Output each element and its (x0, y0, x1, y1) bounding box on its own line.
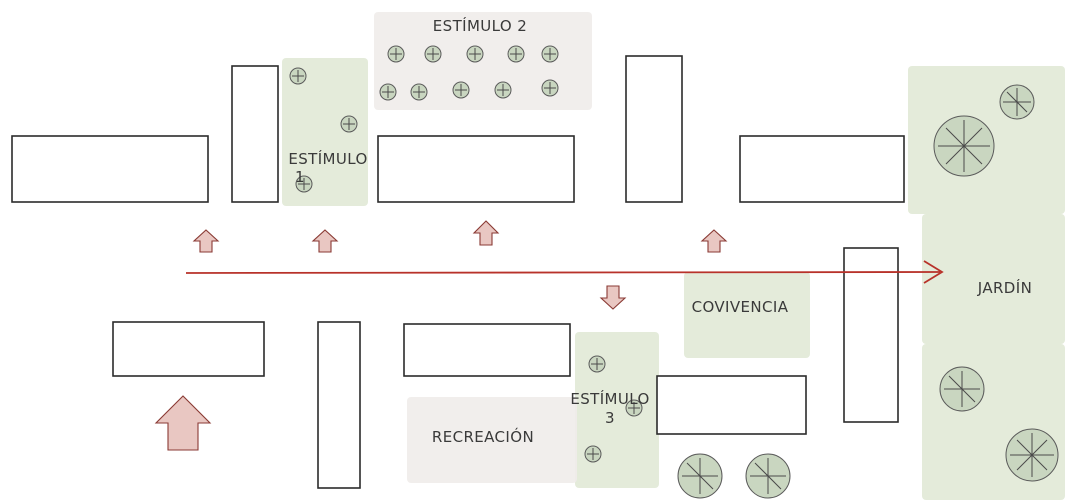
labels: ESTÍMULO 2 ESTÍMULO 1 COVIVENCIA JARDÍN … (288, 16, 1032, 446)
buildings (11, 55, 905, 489)
tree-icon (1005, 428, 1059, 482)
tree-icon (410, 83, 428, 101)
tree-icon (541, 45, 559, 63)
tree-icon (466, 45, 484, 63)
building-block (739, 135, 905, 203)
arrow-icon (923, 260, 944, 284)
arrow-icon (700, 229, 728, 253)
building-block (656, 375, 807, 435)
arrow-icon (599, 285, 627, 310)
tree-icon (933, 115, 995, 177)
building-block (843, 247, 899, 423)
green-zone-stimulus-3 (575, 332, 659, 488)
tree-icon (289, 67, 307, 85)
tree-icon (424, 45, 442, 63)
arrow-icon (154, 395, 212, 451)
label-stimulus-1: ESTÍMULO (288, 149, 367, 168)
label-coexistence: COVIVENCIA (692, 298, 789, 316)
tree-icon (677, 453, 723, 499)
label-stimulus-1-number: 1 (295, 168, 305, 186)
tree-icon (588, 355, 606, 373)
arrow-icon (192, 229, 220, 253)
tree-icon (387, 45, 405, 63)
green-zone-coexistence (684, 272, 810, 358)
grey-zone-stimulus-2 (374, 12, 592, 110)
tree-icon (541, 79, 559, 97)
circulation-line (185, 271, 941, 274)
building-block (403, 323, 571, 377)
label-stimulus-2: ESTÍMULO 2 (433, 16, 527, 35)
tree-icon (340, 115, 358, 133)
building-block (112, 321, 265, 377)
green-zone-garden-middle (922, 214, 1065, 344)
building-block (625, 55, 683, 203)
tree-icon (379, 83, 397, 101)
large-trees (677, 84, 1059, 499)
label-garden: JARDÍN (977, 278, 1032, 297)
small-trees (289, 45, 643, 463)
circulation-arrow (185, 260, 944, 284)
tree-icon (999, 84, 1035, 120)
label-recreation: RECREACIÓN (432, 427, 534, 446)
label-stimulus-3: ESTÍMULO (570, 389, 649, 408)
arrow-icon (472, 220, 500, 246)
tree-icon (745, 453, 791, 499)
label-stimulus-3-number: 3 (605, 409, 615, 427)
building-block (317, 321, 361, 489)
green-zone-stimulus-1 (282, 58, 368, 206)
arrow-icon (311, 229, 339, 253)
tree-icon (584, 445, 602, 463)
tree-icon (625, 399, 643, 417)
direction-arrows (154, 220, 728, 451)
tree-icon (939, 366, 985, 412)
building-block (377, 135, 575, 203)
building-block (11, 135, 209, 203)
tree-icon (295, 175, 313, 193)
tree-icon (452, 81, 470, 99)
tree-icon (507, 45, 525, 63)
building-block (231, 65, 279, 203)
grey-zone-recreation (407, 397, 577, 483)
tree-icon (494, 81, 512, 99)
